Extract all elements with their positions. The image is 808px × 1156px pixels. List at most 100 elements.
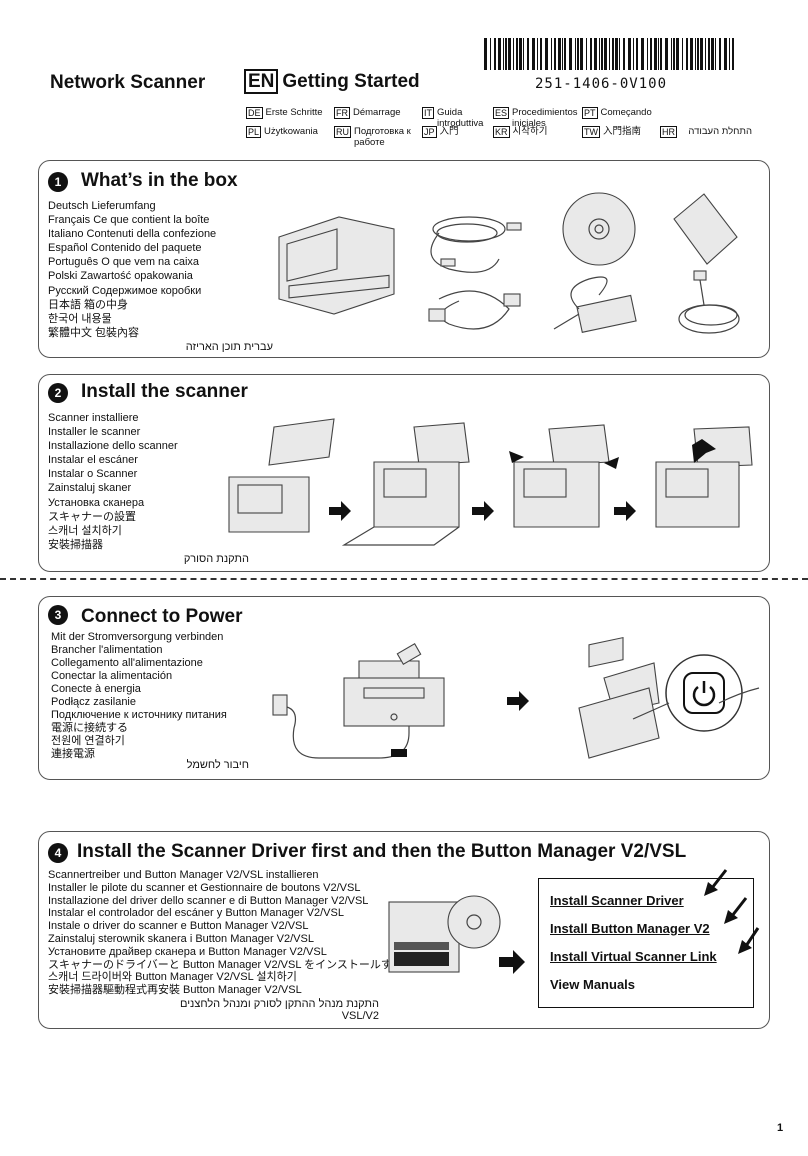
barcode-bar [636, 38, 638, 70]
barcode-bar [577, 38, 579, 70]
hebrew-label: התקנת מנהל ההתקן לסורק ומנהל הלחצנים VSL… [179, 998, 379, 1022]
view-manuals-button[interactable]: View Manuals [550, 977, 636, 992]
ethernet-cable-icon [678, 270, 740, 334]
barcode-bar [537, 38, 538, 70]
barcode-bar [527, 38, 529, 70]
install-steps-illustration [228, 418, 753, 546]
barcode-bar [641, 38, 644, 70]
barcode-bar [719, 38, 721, 70]
computer-drive-icon [388, 901, 460, 973]
install-virtual-scanner-link[interactable]: Install Virtual Scanner Link [550, 949, 717, 964]
barcode-bar [658, 38, 659, 70]
adapter-brick-icon [391, 749, 407, 757]
power-adapter-icon [553, 276, 637, 333]
barcode-bar [609, 38, 610, 70]
hebrew-label: עברית תוכן האריזה [185, 341, 273, 353]
barcode-bar [562, 38, 563, 70]
scanner-tray-step-3 [509, 424, 619, 528]
barcode-bar [628, 38, 631, 70]
barcode-bar [695, 38, 696, 70]
wall-outlet-icon [272, 694, 288, 716]
barcode-bar [650, 38, 652, 70]
barcode-bar [619, 38, 620, 70]
section-title: Install the scanner [81, 381, 248, 402]
barcode-bar [673, 38, 675, 70]
step-number-badge: 4 [48, 843, 68, 863]
scanner-power-button-step [578, 636, 660, 759]
step-number-badge: 2 [48, 383, 68, 403]
barcode-bar [729, 38, 730, 70]
box-contents-illustration [278, 192, 740, 334]
pointer-arrow-icon [704, 869, 728, 896]
usb-cable-icon [430, 216, 522, 273]
section-title: Install the Scanner Driver first and the… [77, 841, 687, 862]
step-number-badge: 1 [48, 172, 68, 192]
barcode-bar [697, 38, 699, 70]
barcode [484, 38, 734, 70]
pointer-arrow-icon [738, 927, 760, 954]
cd-insert-illustration [388, 895, 501, 973]
power-connection-illustration [272, 636, 760, 759]
barcode-bar [580, 38, 583, 70]
cd-icon [447, 895, 501, 949]
barcode-bar [513, 38, 514, 70]
install-scanner-driver-link[interactable]: Install Scanner Driver [550, 893, 684, 908]
barcode-bar [523, 38, 524, 70]
scanner-rear-icon [343, 660, 445, 727]
barcode-bar [686, 38, 688, 70]
barcode-bar [586, 38, 587, 70]
page-title: Network Scanner [50, 72, 206, 93]
guide-document-icon [673, 193, 738, 265]
barcode-bar [545, 38, 548, 70]
barcode-bar [503, 38, 504, 70]
pointer-arrow-icon [724, 897, 748, 924]
part-number: 251-1406-0V100 [535, 76, 668, 92]
section-connect-power: 3 Connect to Power Mit der Stromversorgu… [38, 596, 770, 780]
install-button-manager-link[interactable]: Install Button Manager V2 [550, 921, 710, 936]
barcode-bar [590, 38, 592, 70]
barcode-bar [554, 38, 556, 70]
barcode-bar [551, 38, 552, 70]
barcode-bar [498, 38, 501, 70]
barcode-bar [708, 38, 710, 70]
barcode-bar [682, 38, 683, 70]
translation-list: Scannertreiber und Button Manager V2/VSL… [48, 869, 403, 997]
scanner-icon [278, 216, 395, 315]
page-number: 1 [777, 1122, 784, 1134]
barcode-bar [700, 38, 703, 70]
barcode-bar [540, 38, 542, 70]
barcode-bar [671, 38, 672, 70]
section-install-scanner: 2 Install the scanner Scanner installier… [38, 374, 770, 572]
barcode-bar [676, 38, 679, 70]
hebrew-label: התקנת הסורק [183, 553, 249, 565]
scanner-tray-step-4 [655, 426, 753, 528]
section-title: What’s in the box [81, 170, 238, 191]
arrow-right-icon [614, 501, 636, 521]
barcode-bar [665, 38, 668, 70]
barcode-bar [633, 38, 634, 70]
barcode-bar [705, 38, 706, 70]
power-button-zoom-icon [665, 654, 760, 732]
barcode-bar [558, 38, 561, 70]
section-whats-in-box: 1 What’s in the box Deutsch Lieferumfang… [38, 160, 770, 358]
barcode-bar [724, 38, 727, 70]
barcode-bar [599, 38, 600, 70]
power-plug-icon [396, 643, 422, 665]
barcode-bar [505, 38, 507, 70]
barcode-bar [494, 38, 496, 70]
barcode-bar [715, 38, 716, 70]
step-number-badge: 3 [48, 605, 68, 625]
barcode-bar [732, 38, 734, 70]
